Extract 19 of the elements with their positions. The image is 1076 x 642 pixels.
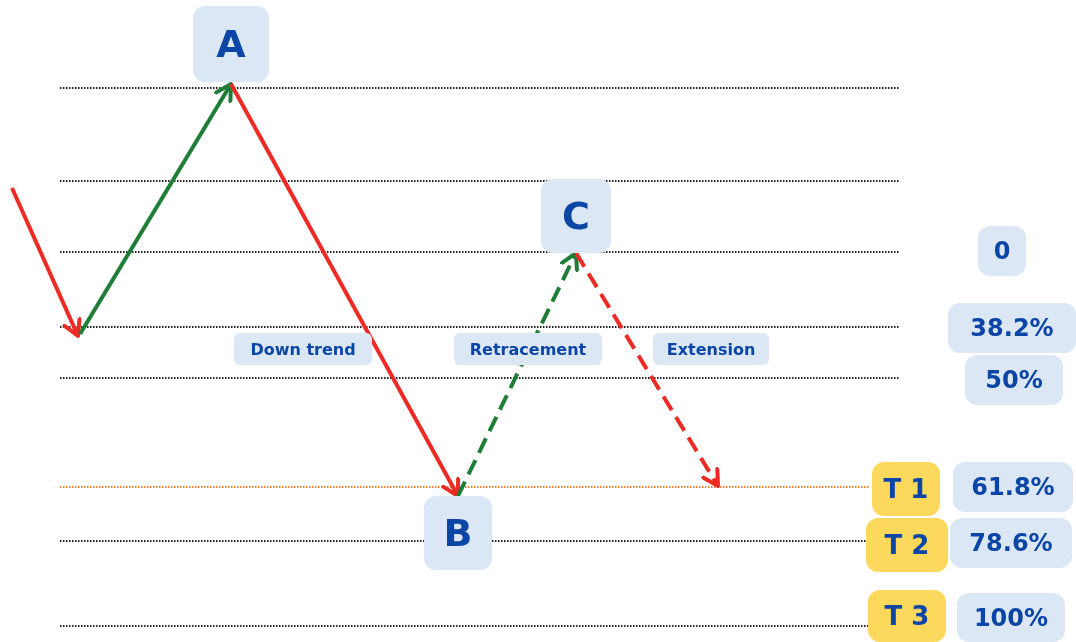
edge-label: Down trend	[234, 333, 372, 365]
level-label: 61.8%	[953, 462, 1073, 512]
trend-arrow	[78, 82, 233, 336]
trend-arrow	[229, 83, 461, 498]
level-label: 0	[978, 226, 1026, 276]
target-label: T 2	[866, 518, 948, 572]
level-label: 50%	[965, 355, 1063, 405]
level-label: 38.2%	[948, 303, 1076, 353]
edge-label: Extension	[653, 333, 769, 365]
point-label: A	[193, 6, 269, 82]
target-label: T 1	[872, 462, 940, 516]
level-label: 78.6%	[950, 518, 1072, 568]
trend-arrow	[574, 251, 720, 488]
edge-label: Retracement	[454, 333, 602, 365]
level-label: 100%	[957, 593, 1065, 642]
point-label: C	[541, 179, 611, 253]
target-label: T 3	[868, 590, 946, 642]
point-label: B	[424, 496, 492, 570]
trend-arrow	[456, 251, 579, 497]
